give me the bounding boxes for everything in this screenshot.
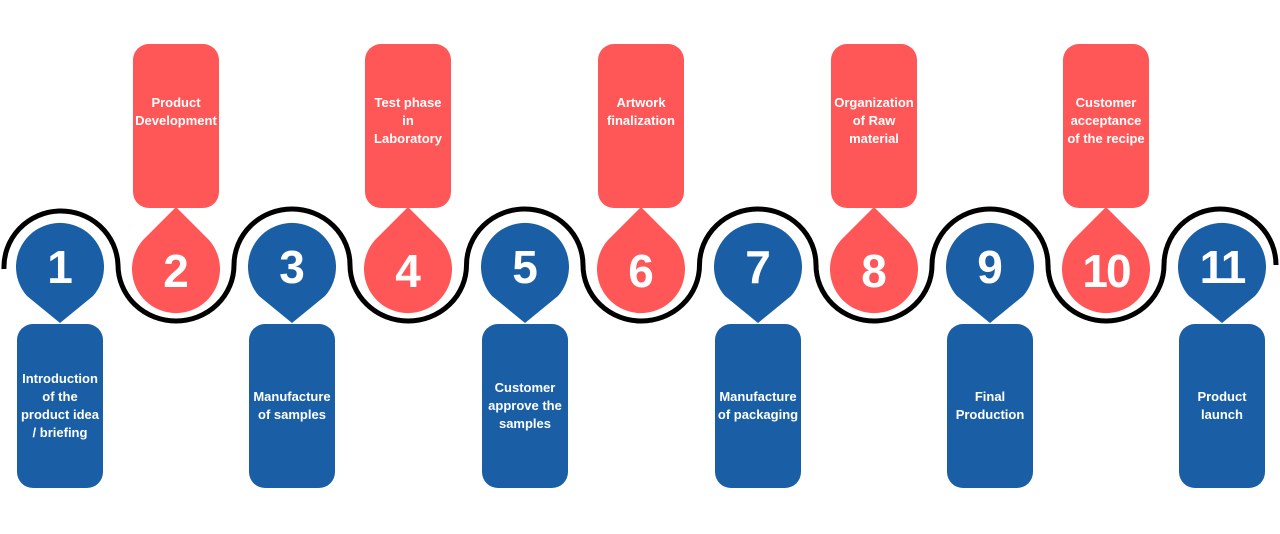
- step-number-11: 11: [1199, 241, 1247, 293]
- step-label-10: Customer acceptance of the recipe: [1067, 95, 1145, 146]
- step-card-5: Customer approve the samples: [482, 324, 568, 488]
- step-number-5: 5: [512, 241, 538, 293]
- step-label-9: Final Production: [955, 389, 1025, 422]
- step-number-10: 10: [1082, 245, 1131, 297]
- step-pin-8: [829, 207, 918, 314]
- step-pin-6: [597, 207, 685, 314]
- step-pin-3: [248, 222, 336, 323]
- step-label-2: Product Development: [135, 95, 217, 128]
- step-card-7: Manufacture of packaging: [715, 324, 801, 488]
- step-label-5: Customer approve the samples: [488, 380, 562, 431]
- step-pin-1: [16, 222, 105, 323]
- step-card-4: Test phase in Laboratory: [365, 44, 451, 208]
- step-label-7: Manufacture of packaging: [717, 389, 799, 422]
- step-label-8: Organization of Raw material: [834, 95, 914, 146]
- step-number-9: 9: [977, 241, 1003, 293]
- step-number-3: 3: [279, 241, 305, 293]
- step-pin-2: [132, 207, 220, 314]
- step-label-3: Manufacture of samples: [253, 389, 331, 422]
- step-card-1: Introduction of the product idea / brief…: [17, 324, 103, 488]
- step-card-6: Artwork finalization: [598, 44, 684, 208]
- step-card-2: Product Development: [133, 44, 219, 208]
- step-pin-9: [945, 222, 1034, 323]
- step-card-8: Organization of Raw material: [831, 44, 917, 208]
- step-pin-11: [1178, 222, 1266, 323]
- step-pin-5: [481, 222, 569, 323]
- step-label-1: Introduction of the product idea / brief…: [20, 371, 99, 440]
- step-number-8: 8: [861, 245, 887, 297]
- step-pin-4: [364, 207, 452, 314]
- wave-line: [1, 206, 1279, 324]
- step-label-6: Artwork finalization: [607, 95, 675, 128]
- step-card-3: Manufacture of samples: [249, 324, 335, 488]
- step-pin-7: [714, 222, 803, 323]
- step-number-1: 1: [47, 241, 73, 293]
- step-number-2: 2: [163, 245, 189, 297]
- step-number-4: 4: [395, 245, 421, 297]
- step-pin-10: [1061, 207, 1150, 314]
- step-label-11: Product launch: [1197, 389, 1247, 422]
- step-label-4: Test phase in Laboratory: [374, 95, 442, 146]
- step-number-7: 7: [745, 241, 771, 293]
- step-number-6: 6: [628, 245, 654, 297]
- step-card-9: Final Production: [947, 324, 1033, 488]
- step-card-11: Product launch: [1179, 324, 1265, 488]
- step-card-10: Customer acceptance of the recipe: [1063, 44, 1149, 208]
